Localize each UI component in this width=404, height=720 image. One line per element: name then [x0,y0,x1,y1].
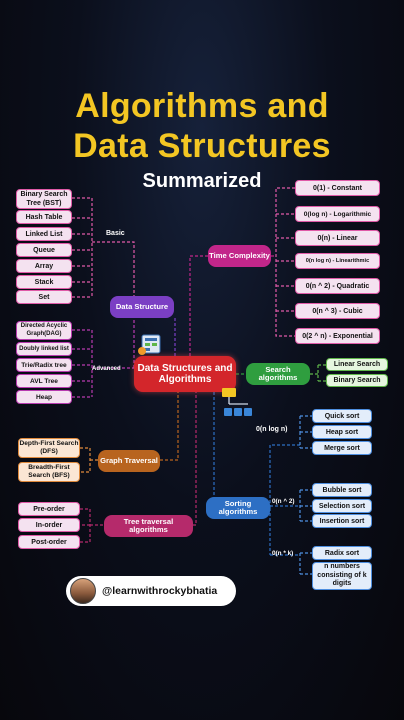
title-line-2: Data Structures [73,127,331,165]
center-node: Data Structures and Algorithms [134,356,236,392]
node-queue: Queue [16,243,72,257]
author-handle-badge[interactable]: @learnwithrockybhatia [66,576,236,606]
sort-radix: Radix sort [312,546,372,560]
complexity-quadratic: 0(n ^ 2) - Quadratic [295,278,380,294]
title-line-1: Algorithms and [75,87,329,125]
sort-quick: Quick sort [312,409,372,423]
complexity-logarithmic: 0(log n) - Logarithmic [295,206,380,222]
hub-data-structure: Data Structure [110,296,174,318]
node-heap: Heap [16,390,72,404]
complexity-exponential: 0(2 ^ n) - Exponential [295,328,380,344]
complexity-linearithmic: 0(n log n) - Linearithmic [295,253,380,269]
graph-bfs: Breadth-First Search (BFS) [18,462,80,482]
tree-postorder: Post-order [18,535,80,549]
node-stack: Stack [16,275,72,289]
complexity-cubic: 0(n ^ 3) - Cubic [295,303,380,319]
tree-preorder: Pre-order [18,502,80,516]
advanced-label: Advanced [92,366,121,372]
node-linked-list: Linked List [16,227,72,241]
hub-tree-traversal: Tree traversal algorithms [104,515,193,537]
data-grid-icon [138,334,161,355]
node-bst: Binary Search Tree (BST) [16,189,72,209]
hub-sorting-algorithms: Sorting algorithms [206,497,270,519]
hierarchy-icon [222,388,252,416]
node-trie: Trie/Radix tree [16,358,72,372]
hub-graph-traversal: Graph Traversal [98,450,160,472]
graph-dfs: Depth-First Search (DFS) [18,438,80,458]
node-set: Set [16,290,72,304]
nk-label: 0(n * k) [272,550,294,557]
complexity-constant: 0(1) - Constant [295,180,380,196]
hub-time-complexity: Time Complexity [208,245,271,267]
hub-search-algorithms: Search algorithms [246,363,310,385]
sort-insertion: Insertion sort [312,514,372,528]
n2-label: 0(n ^ 2) [272,498,295,505]
node-avl-tree: AVL Tree [16,374,72,388]
search-binary: Binary Search [326,374,388,387]
node-hash-table: Hash Table [16,210,72,224]
sort-radix-note: n numbers consisting of k digits [312,562,372,590]
node-doubly-linked-list: Doubly linked list [16,342,72,356]
sort-bubble: Bubble sort [312,483,372,497]
complexity-linear: 0(n) - Linear [295,230,380,246]
basic-label: Basic [106,230,125,237]
author-handle: @learnwithrockybhatia [102,585,218,597]
avatar [70,578,96,604]
sort-heap: Heap sort [312,425,372,439]
subtitle: Summarized [142,170,262,192]
sort-selection: Selection sort [312,499,372,513]
sort-merge: Merge sort [312,441,372,455]
node-dag: Directed Acyclic Graph(DAG) [16,321,72,340]
search-linear: Linear Search [326,358,388,371]
nlogn-label: 0(n log n) [256,426,288,433]
node-array: Array [16,259,72,273]
tree-inorder: In-order [18,518,80,532]
